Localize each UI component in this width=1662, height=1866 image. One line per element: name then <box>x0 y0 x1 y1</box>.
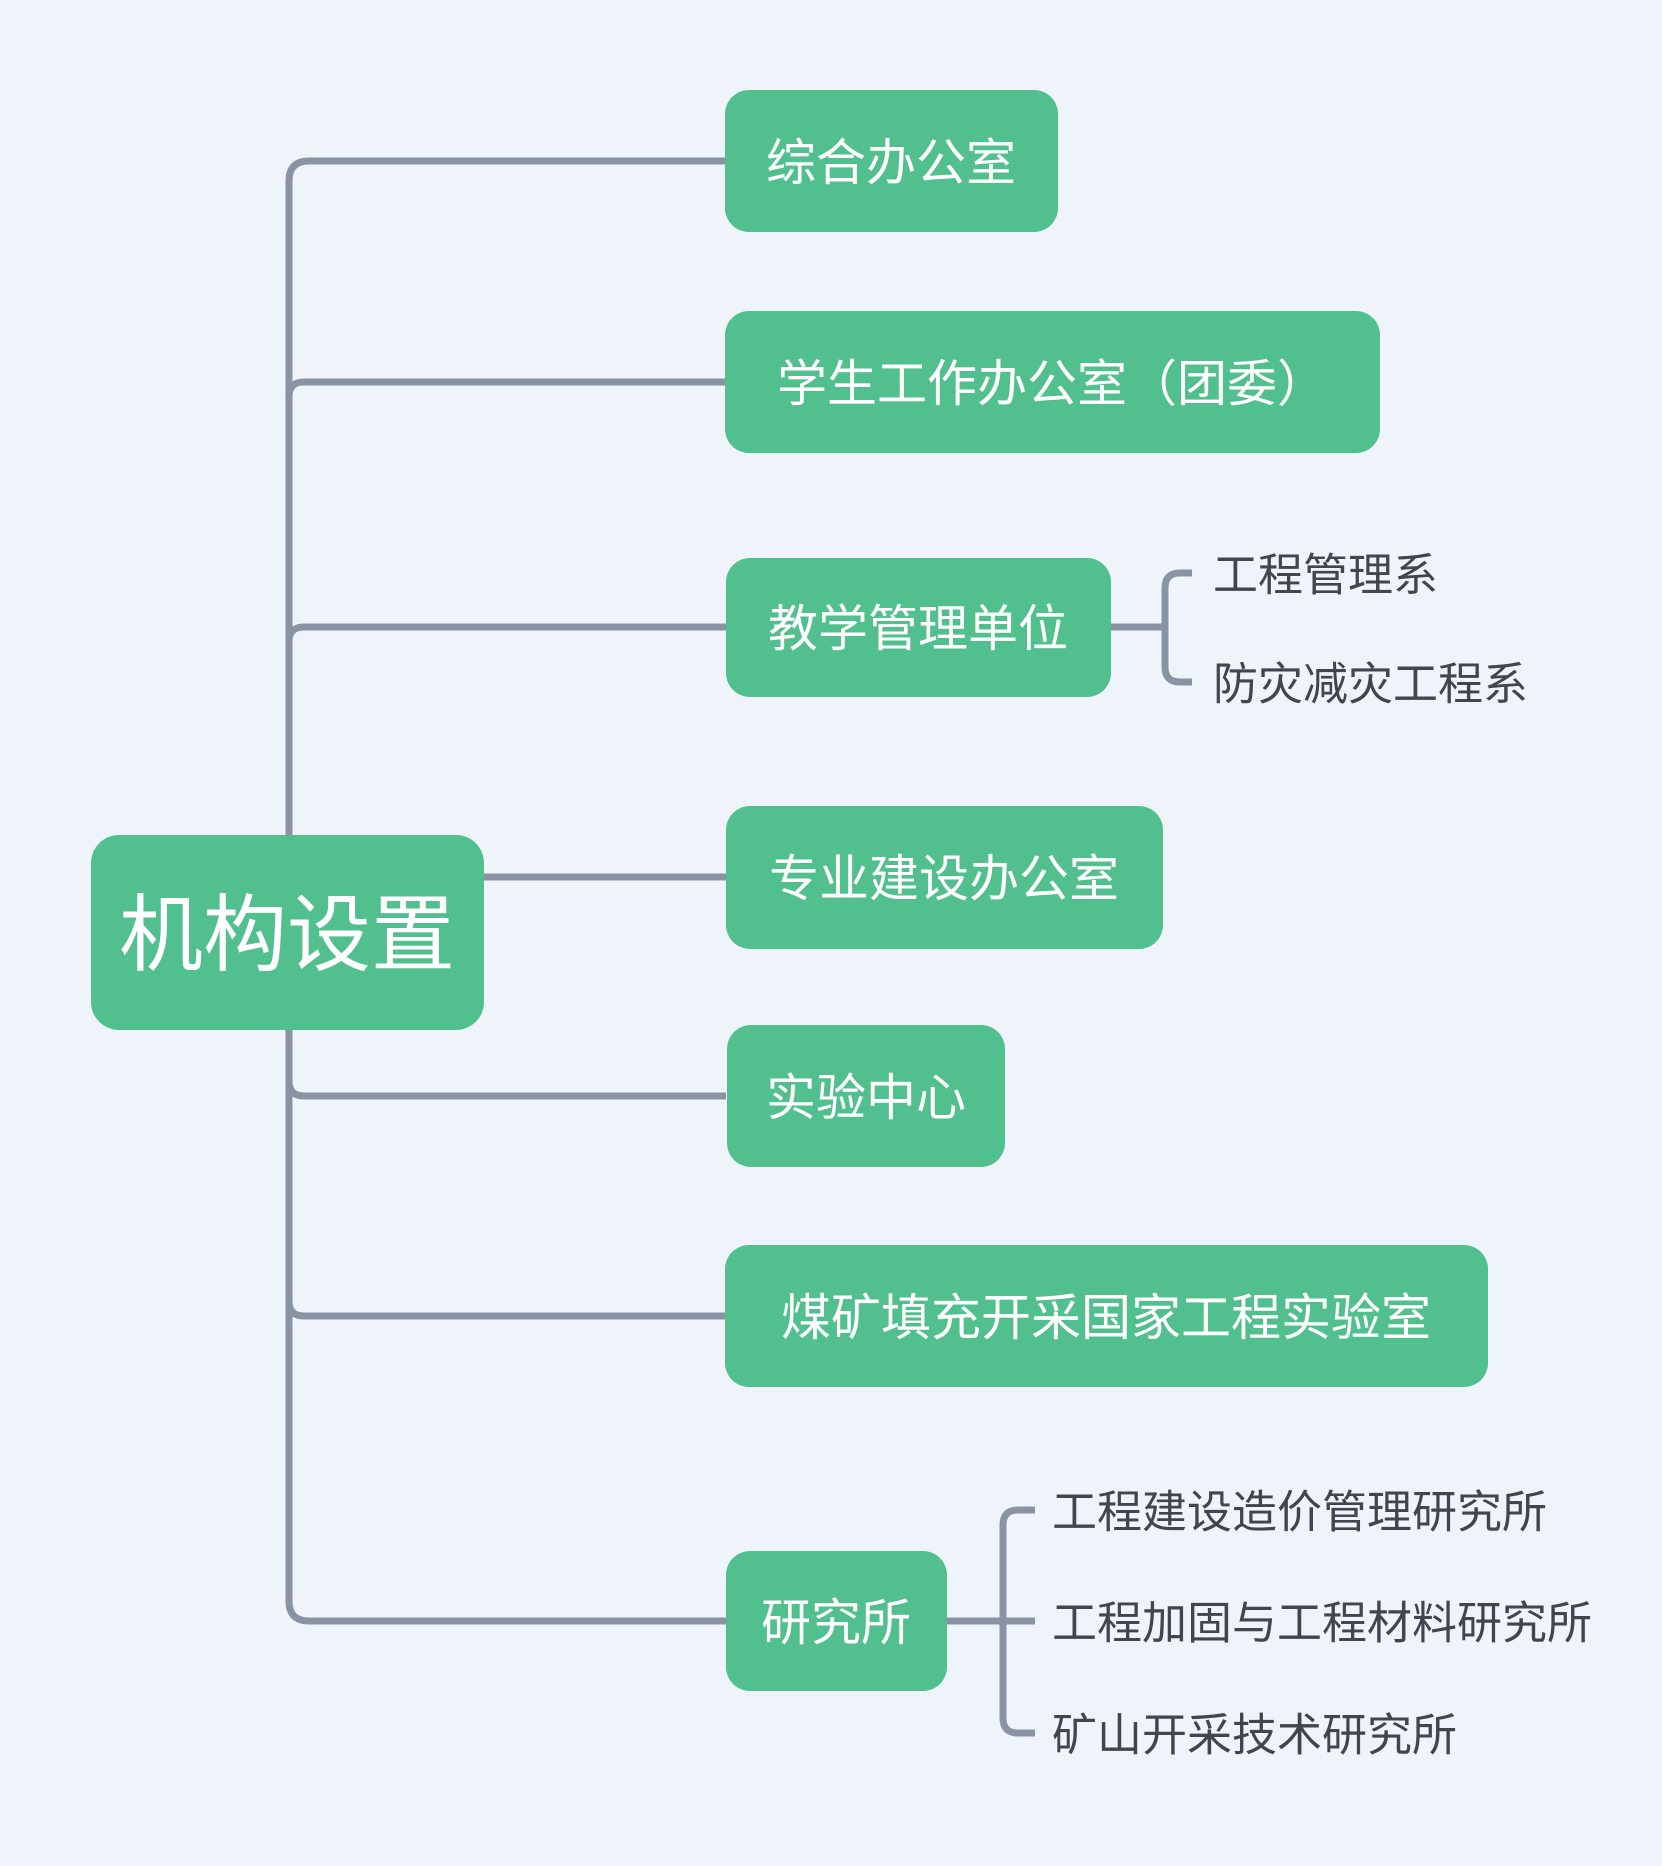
teaching-management-units-box[interactable] <box>726 558 1111 697</box>
connector-coal-mine-lab <box>285 1300 726 1320</box>
node-general-office[interactable]: 综合办公室 <box>725 90 1058 232</box>
coal-mine-lab-box[interactable] <box>725 1245 1488 1387</box>
experiment-center-label: 实验中心 <box>766 1070 966 1126</box>
student-affairs-office-label: 学生工作办公室（团委） <box>777 356 1327 412</box>
coal-mine-lab-label: 煤矿填充开采国家工程实验室 <box>781 1290 1431 1346</box>
node-root[interactable]: 机构设置 <box>91 835 484 1030</box>
major-construction-office-label: 专业建设办公室 <box>769 851 1119 907</box>
node-research-institutes[interactable]: 研究所 <box>726 1551 947 1691</box>
general-office-box[interactable] <box>725 90 1058 232</box>
subtopic-engineering-reinforcement-materials-institute[interactable]: 工程加固与工程材料研究所 <box>1052 1598 1592 1649</box>
connector-teaching-management <box>285 623 726 643</box>
node-experiment-center[interactable]: 实验中心 <box>727 1025 1005 1167</box>
research-institutes-box[interactable] <box>726 1551 947 1691</box>
subtopic-engineering-management-dept[interactable]: 工程管理系 <box>1213 550 1438 601</box>
bracket-teaching-departments <box>1111 569 1192 686</box>
major-construction-office-box[interactable] <box>726 806 1163 949</box>
experiment-center-box[interactable] <box>727 1025 1005 1167</box>
general-office-label: 综合办公室 <box>766 135 1016 191</box>
node-student-affairs-office[interactable]: 学生工作办公室（团委） <box>725 311 1380 453</box>
root-node-label: 机构设置 <box>119 888 455 982</box>
subtopic-construction-cost-institute[interactable]: 工程建设造价管理研究所 <box>1052 1487 1547 1538</box>
subtopic-mining-technology-institute[interactable]: 矿山开采技术研究所 <box>1052 1710 1457 1761</box>
connector-experiment-center <box>285 1080 726 1100</box>
subtopic-disaster-prevention-dept[interactable]: 防灾减灾工程系 <box>1213 659 1528 710</box>
node-teaching-management-units[interactable]: 教学管理单位 <box>726 558 1111 697</box>
node-coal-mine-backfill-mining-national-engineering-lab[interactable]: 煤矿填充开采国家工程实验室 <box>725 1245 1488 1387</box>
bracket-research-institutes <box>947 1506 1035 1737</box>
connector-student-affairs <box>285 378 726 398</box>
research-institutes-label: 研究所 <box>761 1595 911 1651</box>
student-affairs-office-box[interactable] <box>725 311 1380 453</box>
teaching-management-units-label: 教学管理单位 <box>768 601 1068 657</box>
node-major-construction-office[interactable]: 专业建设办公室 <box>726 806 1163 949</box>
root-node-box[interactable] <box>91 835 484 1030</box>
